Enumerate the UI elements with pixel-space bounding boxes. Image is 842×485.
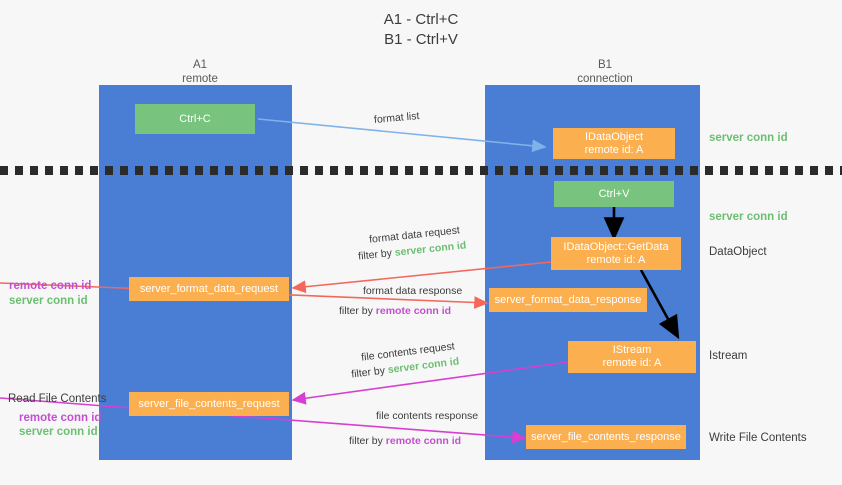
column-header-a1: A1 remote [140,58,260,86]
box-idataobject-line1: IDataObject [584,130,644,143]
label-remote-conn-id-mid: remote conn id [9,280,92,292]
box-server-file-contents-request-label: server_file_contents_request [138,397,280,410]
filter-prefix: filter by [339,305,376,317]
box-server-file-contents-request[interactable]: server_file_contents_request [129,392,289,416]
column-header-b1-name: B1 [597,59,613,71]
label-read-file-contents: Read File Contents [8,393,107,405]
box-istream-line1: IStream [612,344,652,356]
box-ctrl-v-label: Ctrl+V [598,187,630,200]
phase-divider [0,166,842,175]
box-server-file-contents-response-label: server_file_contents_response [531,430,681,443]
label-remote-conn-id-bottom: remote conn id [19,412,102,424]
box-istream-line2: remote id: A [602,357,662,369]
box-getdata-line1: IDataObject::GetData [563,240,669,253]
box-server-file-contents-response[interactable]: server_file_contents_response [526,425,686,449]
label-server-conn-id-bottom: server conn id [19,426,98,438]
filter-prefix: filter by [350,364,389,381]
arrow-label-file-contents-response-filter: filter by remote conn id [349,434,461,449]
label-write-file-contents: Write File Contents [709,432,807,444]
box-server-format-data-response-label: server_format_data_response [494,293,642,306]
arrow-label-file-contents-response: file contents response [376,410,479,422]
box-ctrl-c-label: Ctrl+C [179,112,211,125]
box-ctrl-c[interactable]: Ctrl+C [135,104,255,134]
label-server-conn-id-left-mid: server conn id [9,295,88,307]
title-line-1: A1 - Ctrl+C [383,11,459,28]
box-ctrl-v[interactable]: Ctrl+V [554,181,674,207]
arrow-label-format-data-response: format data response [363,285,463,297]
diagram-title: A1 - Ctrl+C B1 - Ctrl+V [0,10,842,50]
column-header-a1-sub: remote [182,73,218,85]
filter-value-remote-conn-id: remote conn id [375,305,452,317]
box-idataobject-getdata[interactable]: IDataObject::GetData remote id: A [551,237,681,270]
box-getdata-line2: remote id: A [586,253,646,266]
filter-prefix: filter by [349,435,386,447]
box-idataobject-line2: remote id: A [584,143,644,156]
label-server-conn-id-top: server conn id [709,132,788,144]
label-server-conn-id-mid: server conn id [709,211,788,223]
box-server-format-data-response[interactable]: server_format_data_response [489,288,647,312]
column-header-b1: B1 connection [540,58,670,86]
box-istream[interactable]: IStream remote id: A [568,341,696,373]
box-server-format-data-request-label: server_format_data_request [139,282,279,295]
filter-value-remote-conn-id: remote conn id [385,435,462,447]
box-idataobject[interactable]: IDataObject remote id: A [553,128,675,159]
column-header-b1-sub: connection [577,73,633,85]
box-server-format-data-request[interactable]: server_format_data_request [129,277,289,301]
arrow-label-format-data-response-filter: filter by remote conn id [339,304,451,319]
column-header-a1-name: A1 [192,59,208,71]
filter-prefix: filter by [357,246,396,263]
label-istream: Istream [709,350,748,362]
label-dataobject: DataObject [709,246,767,258]
title-line-2: B1 - Ctrl+V [384,31,458,48]
